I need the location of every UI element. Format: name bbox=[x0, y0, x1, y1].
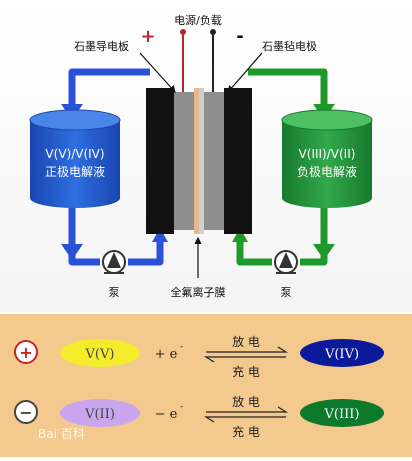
row2-right-species: V(III) bbox=[324, 407, 360, 422]
row1-left-ellipse bbox=[60, 339, 140, 367]
row1-charge: 充 电 bbox=[232, 364, 260, 379]
negative-electrolyte-tank: V(III)/V(II) 负极电解液 bbox=[281, 109, 373, 208]
row1-left-species: V(V) bbox=[85, 347, 115, 362]
right-graphite-felt bbox=[204, 92, 224, 230]
neg-down-pipe bbox=[300, 198, 328, 266]
external-circuit bbox=[182, 34, 214, 92]
row2-forward-arrow bbox=[206, 406, 289, 413]
left-graphite-plate bbox=[146, 88, 174, 234]
minus-badge-icon bbox=[14, 400, 38, 424]
right-pump-label: 泵 bbox=[281, 286, 292, 299]
left-electrode-label: 石墨导电板 bbox=[74, 39, 129, 53]
negative-sign: - bbox=[236, 26, 243, 47]
neg-down-arrowhead bbox=[313, 244, 335, 260]
row2-electron-sup: - bbox=[180, 402, 183, 412]
reaction-row-negative: − V(II) − e - 放 电 充 电 V(III) bbox=[14, 394, 384, 439]
row2-sign: − bbox=[19, 403, 32, 422]
positive-electrolyte-tank: V(V)/V(IV) 正极电解液 bbox=[29, 109, 121, 208]
right-graphite-plate bbox=[224, 88, 252, 234]
reaction-row-positive: + V(V) + e - 放 电 充 电 V(IV) bbox=[14, 334, 384, 379]
row1-right-species: V(IV) bbox=[324, 347, 359, 362]
row1-discharge: 放 电 bbox=[232, 334, 260, 349]
plus-badge-icon bbox=[14, 340, 38, 364]
positive-sign: + bbox=[140, 26, 155, 47]
row1-backward-arrow bbox=[203, 356, 286, 363]
right-pump-icon bbox=[274, 250, 298, 274]
row2-discharge: 放 电 bbox=[232, 394, 260, 409]
left-tank-species: V(V)/V(IV) bbox=[45, 147, 104, 161]
left-electrode-leader bbox=[139, 52, 176, 93]
right-tank-species: V(III)/V(II) bbox=[299, 147, 356, 161]
row2-backward-arrow bbox=[203, 416, 286, 423]
pos-return-pipe bbox=[68, 68, 150, 108]
row2-right-ellipse bbox=[300, 399, 384, 427]
neg-feed-arrowhead bbox=[232, 228, 248, 242]
negative-terminal bbox=[210, 29, 216, 35]
baidu-watermark: Bai 百科 bbox=[38, 427, 85, 441]
positive-terminal bbox=[180, 29, 186, 35]
membrane-edge bbox=[199, 88, 204, 234]
left-pump-icon bbox=[102, 250, 126, 274]
pos-feed-arrowhead bbox=[152, 228, 168, 242]
cell-stack bbox=[146, 88, 252, 234]
row2-left-species: V(II) bbox=[84, 407, 115, 422]
row1-sign: + bbox=[19, 343, 32, 362]
right-electrode-label: 石墨毡电极 bbox=[262, 39, 317, 53]
pos-down-arrowhead bbox=[61, 244, 83, 260]
row1-forward-arrow bbox=[206, 346, 289, 353]
left-graphite-felt bbox=[174, 92, 194, 230]
membrane-label: 全氟离子膜 bbox=[171, 285, 226, 299]
row1-right-ellipse bbox=[300, 339, 384, 367]
positive-electrolyte-loop bbox=[68, 68, 164, 266]
right-tank-name: 负极电解液 bbox=[297, 164, 357, 179]
row1-electron: + e bbox=[155, 347, 178, 362]
row2-left-ellipse bbox=[60, 399, 140, 427]
pos-down-pipe bbox=[68, 198, 100, 266]
row2-charge: 充 电 bbox=[232, 424, 260, 439]
neg-feed-pipe bbox=[236, 238, 272, 266]
power-load-label: 电源/负载 bbox=[174, 13, 222, 27]
left-pump-label: 泵 bbox=[109, 286, 120, 299]
left-tank-name: 正极电解液 bbox=[45, 164, 105, 179]
row1-electron-sup: - bbox=[180, 342, 183, 352]
reaction-panel bbox=[0, 314, 412, 457]
negative-electrolyte-loop bbox=[236, 68, 328, 266]
pos-feed-pipe bbox=[128, 238, 164, 266]
neg-return-pipe bbox=[248, 68, 328, 108]
membrane bbox=[194, 88, 199, 234]
right-electrode-leader bbox=[227, 52, 263, 93]
row2-electron: − e bbox=[155, 407, 178, 422]
